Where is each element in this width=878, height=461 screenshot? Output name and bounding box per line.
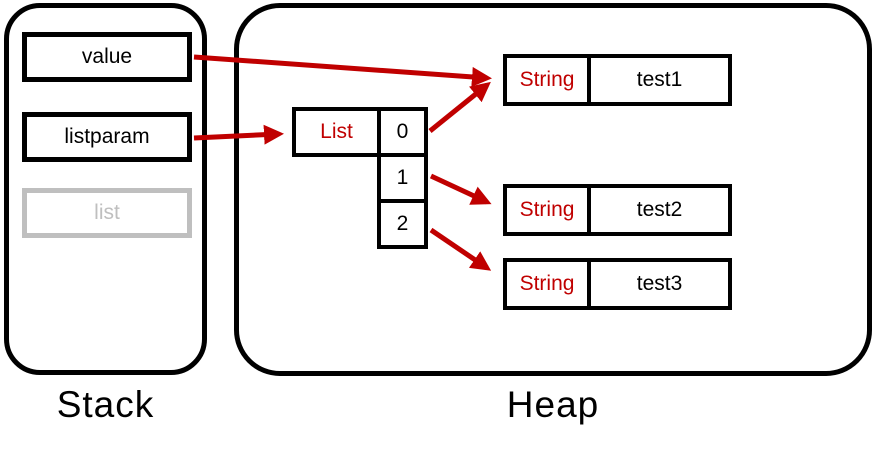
index-label: 2 (396, 212, 409, 235)
index-label: 0 (396, 120, 409, 143)
string-type-cell: String (503, 54, 591, 106)
string-value-label: test2 (636, 198, 683, 221)
list-index-cell-2: 2 (377, 199, 428, 249)
heap-label: Heap (506, 384, 600, 425)
string-object-test2: String test2 (503, 184, 732, 236)
stack-label: Stack (56, 384, 155, 425)
variable-label: listparam (64, 125, 150, 148)
string-value-label: test3 (636, 272, 683, 295)
string-value-label: test1 (636, 68, 683, 91)
list-index-cell-0: 0 (377, 107, 428, 157)
string-type-label: String (519, 68, 575, 91)
string-type-label: String (519, 198, 575, 221)
string-object-test3: String test3 (503, 258, 732, 310)
stack-variable-value: value (22, 32, 192, 82)
list-type-label: List (320, 120, 353, 143)
stack-variable-list-inactive: list (22, 188, 192, 238)
string-value-cell: test2 (587, 184, 732, 236)
string-value-cell: test3 (587, 258, 732, 310)
string-object-test1: String test1 (503, 54, 732, 106)
string-type-cell: String (503, 258, 591, 310)
string-type-label: String (519, 272, 575, 295)
list-index-cell-1: 1 (377, 153, 428, 203)
string-value-cell: test1 (587, 54, 732, 106)
variable-label: value (81, 45, 133, 68)
list-object-type-cell: List (292, 107, 381, 157)
string-type-cell: String (503, 184, 591, 236)
index-label: 1 (396, 166, 409, 189)
variable-label: list (94, 201, 120, 224)
stack-variable-listparam: listparam (22, 112, 192, 162)
